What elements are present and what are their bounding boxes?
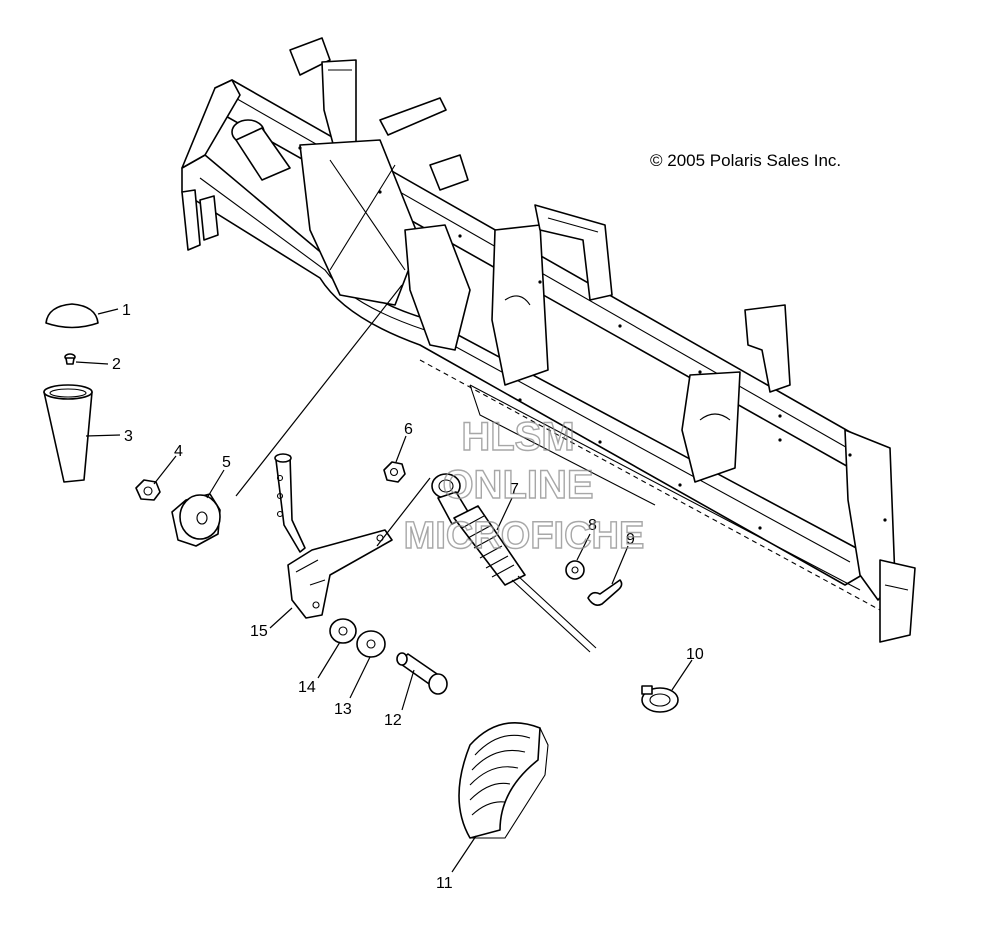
watermark-line-2: ONLINE — [442, 463, 593, 507]
callout-7: 7 — [510, 481, 519, 498]
part-7-shift-cable — [431, 473, 597, 653]
part-13-washer — [356, 630, 386, 658]
part-3-shift-knob — [43, 384, 93, 483]
leader-lines — [75, 284, 693, 873]
callout-8: 8 — [588, 517, 597, 534]
callout-13: 13 — [334, 701, 352, 718]
part-9-cotter-clip — [587, 579, 623, 606]
part-5-bumper — [171, 493, 221, 547]
part-1-knob-cap — [45, 303, 99, 329]
callout-12: 12 — [384, 712, 402, 729]
watermark: HLSM ONLINE MICROFICHE — [403, 414, 645, 557]
part-10-hose-clamp — [641, 685, 679, 713]
part-11-pedal-pad — [458, 722, 549, 839]
callout-2: 2 — [112, 356, 121, 373]
part-2-screw — [64, 353, 76, 365]
callout-6: 6 — [404, 421, 413, 438]
frame-assembly — [181, 37, 916, 643]
part-8-washer — [565, 560, 585, 580]
watermark-line-3: MICROFICHE — [404, 515, 645, 557]
copyright-notice: © 2005 Polaris Sales Inc. — [650, 151, 841, 170]
callout-labels: 1 2 3 4 5 6 7 8 9 10 11 12 13 14 15 — [112, 302, 704, 892]
callout-9: 9 — [626, 531, 635, 548]
part-12-pivot-pin — [396, 652, 448, 695]
callout-10: 10 — [686, 646, 704, 663]
part-6-nut — [383, 461, 406, 483]
callout-5: 5 — [222, 454, 231, 471]
callout-3: 3 — [124, 428, 133, 445]
callout-14: 14 — [298, 679, 316, 696]
callout-1: 1 — [122, 302, 131, 319]
callout-15: 15 — [250, 623, 268, 640]
watermark-line-1: HLSM — [461, 415, 574, 459]
callout-4: 4 — [174, 443, 183, 460]
part-14-washer — [329, 618, 357, 644]
part-4-nut — [135, 479, 161, 501]
callout-11: 11 — [436, 875, 453, 892]
part-15-shift-lever — [274, 453, 393, 619]
